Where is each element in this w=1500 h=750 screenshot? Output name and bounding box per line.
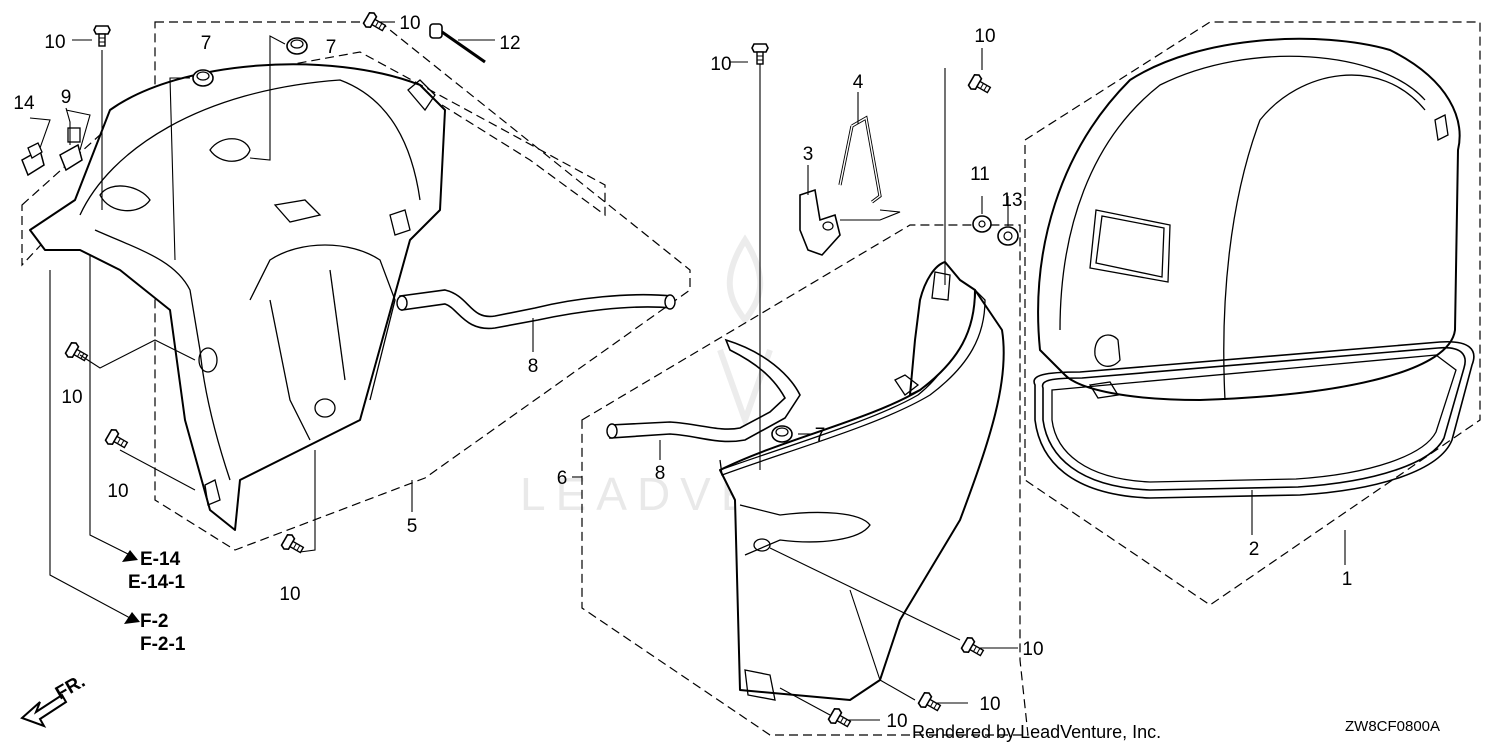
callout-10-mid-r3: 10: [886, 711, 907, 732]
ref-e-14-1: E-14-1: [128, 572, 185, 593]
callout-13: 13: [1001, 190, 1022, 211]
bolt-part-10-mid-top: [751, 43, 769, 65]
leaders-right: [1251, 490, 1346, 565]
bolt-part-10-top-left: [93, 25, 111, 47]
leaders-middle: [572, 48, 1018, 721]
callout-8-middle: 8: [655, 463, 666, 484]
callout-10-mid-top: 10: [710, 54, 731, 75]
callout-6: 6: [557, 468, 568, 489]
tube-part-8-middle: [606, 338, 801, 443]
inner-cover-part-5: [21, 21, 691, 551]
callout-9: 9: [61, 87, 72, 108]
callout-10-bottom: 10: [279, 584, 300, 605]
callout-14: 14: [13, 93, 35, 114]
callout-5: 5: [407, 516, 418, 537]
bolt-part-10-top-mid: [361, 10, 389, 36]
bolt-part-10-mid-r3: [826, 706, 854, 732]
callout-10-mid-r1: 10: [1022, 639, 1043, 660]
callout-2: 2: [1249, 539, 1260, 560]
clip-part-9: [59, 127, 83, 172]
callout-10-mid-r2: 10: [979, 694, 1000, 715]
callout-10-left-mid: 10: [61, 387, 82, 408]
callout-4: 4: [853, 72, 864, 93]
watermark-logo: [717, 234, 773, 429]
callout-8-left: 8: [528, 356, 539, 377]
engine-cover-part-1: [1024, 21, 1481, 606]
washer-part-11: [972, 215, 992, 233]
clip-part-14: [21, 142, 45, 177]
spring-part-4: [838, 115, 882, 204]
bolt-part-10-mid-right-top: [966, 72, 994, 98]
seal-part-2: [1033, 340, 1475, 499]
callout-10-left-low: 10: [107, 481, 128, 502]
pin-part-12: [429, 23, 486, 64]
callout-10-mid-right-top: 10: [974, 26, 995, 47]
callout-3: 3: [803, 144, 814, 165]
callout-10-top-left: 10: [44, 32, 65, 53]
lower-cover-part-6: [581, 224, 1029, 736]
grommet-part-7-a: [192, 69, 214, 87]
tube-part-8-left: [396, 289, 676, 330]
callout-7-b: 7: [326, 37, 337, 58]
footer-text: Rendered by LeadVenture, Inc.: [912, 722, 1161, 742]
callout-7-a: 7: [201, 33, 212, 54]
bolt-part-10-left-low: [103, 427, 131, 453]
callout-11: 11: [970, 164, 990, 185]
grommet-part-7-b: [286, 37, 308, 55]
callout-7-c: 7: [815, 425, 826, 446]
diagram-code: ZW8CF0800A: [1345, 718, 1440, 735]
front-direction-arrow: [20, 693, 68, 728]
callout-12: 12: [499, 33, 520, 54]
grommet-part-7-c: [771, 425, 793, 443]
callout-1: 1: [1342, 569, 1353, 590]
washer-part-13: [997, 226, 1019, 246]
bolt-part-10-bottom: [279, 532, 307, 558]
ref-f-2: F-2: [140, 611, 169, 632]
ref-e-14: E-14: [140, 549, 181, 570]
bracket-part-3: [799, 188, 841, 256]
reference-arrows: [122, 550, 140, 624]
callout-10-top-mid: 10: [399, 13, 420, 34]
bolt-part-10-left-mid: [63, 340, 91, 366]
ref-f-2-1: F-2-1: [140, 634, 186, 655]
leaders-left: [29, 21, 534, 619]
